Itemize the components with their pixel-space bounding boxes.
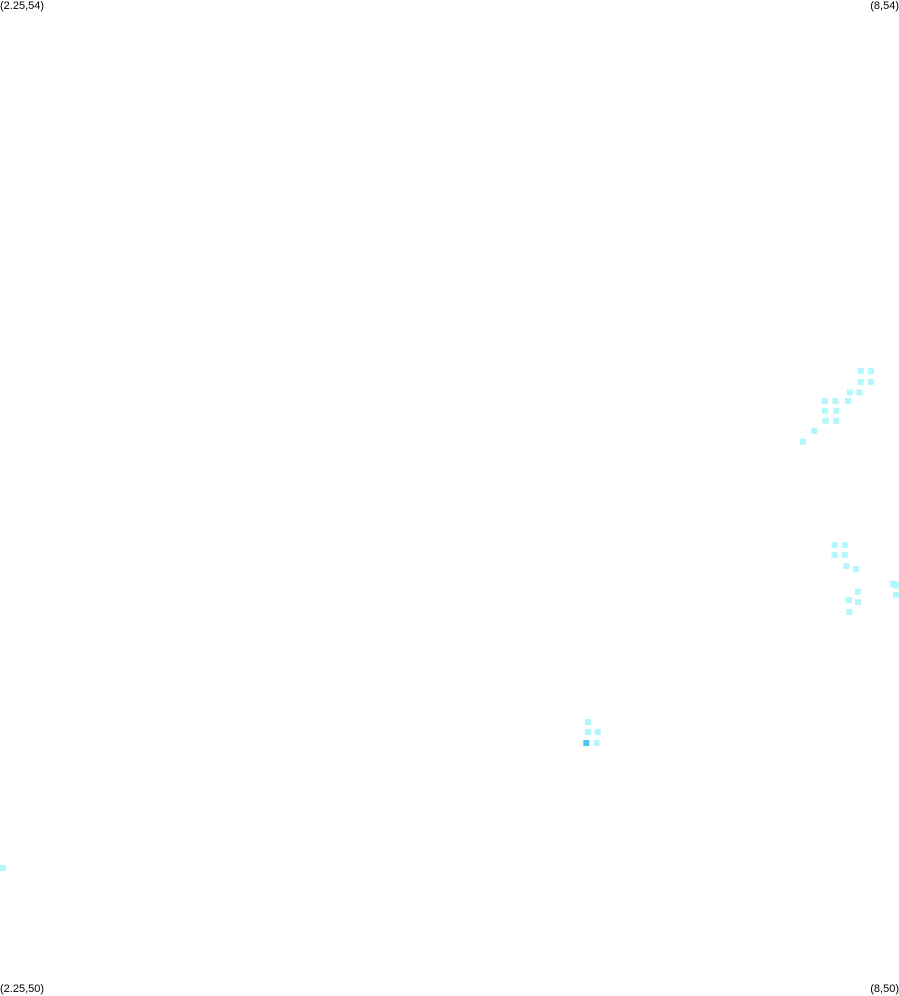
heatmap-cell — [845, 397, 851, 404]
heatmap-cell — [833, 407, 840, 414]
corner-label-top-right: (8,54) — [870, 0, 899, 12]
heatmap-cell — [867, 379, 874, 385]
corner-label-top-left: (2.25,54) — [0, 0, 45, 12]
heatmap-cell — [841, 542, 848, 549]
corner-label-bottom-right: (8,50) — [870, 983, 899, 995]
heatmap-cell — [854, 599, 861, 606]
heatmap-cell — [800, 438, 806, 445]
heatmap-cell — [584, 729, 591, 736]
heatmap-cell — [846, 389, 853, 396]
heatmap-cell — [889, 580, 896, 587]
heatmap-cell — [893, 592, 899, 599]
heatmap-cells — [0, 368, 899, 871]
heatmap-cell — [594, 729, 601, 736]
heatmap-cell — [811, 427, 818, 434]
heatmap-cell — [831, 552, 838, 558]
heatmap-cell — [843, 563, 850, 569]
heatmap-cell — [893, 582, 899, 589]
heatmap-cell — [857, 379, 864, 385]
heatmap-cell — [584, 719, 591, 726]
heatmap-cell — [831, 542, 838, 549]
heatmap-cell — [832, 397, 839, 404]
heatmap-cell — [841, 552, 848, 558]
heatmap-cell — [857, 368, 864, 374]
heatmap-cell — [822, 417, 829, 424]
heatmap-cell — [846, 597, 852, 604]
heatmap-cell — [593, 740, 600, 746]
heatmap-cell — [853, 566, 859, 572]
heatmap-cell — [821, 397, 828, 404]
heatmap-cell — [846, 609, 853, 615]
corner-label-bottom-left: (2.25,50) — [0, 983, 45, 995]
heatmap-cell — [583, 740, 590, 746]
heatmap-cell — [867, 368, 874, 374]
heatmap-cell — [821, 407, 828, 414]
heatmap-cell — [0, 865, 7, 871]
heatmap-cell — [833, 417, 840, 424]
heatmap-cell — [856, 389, 863, 396]
heatmap-cell — [854, 588, 861, 595]
